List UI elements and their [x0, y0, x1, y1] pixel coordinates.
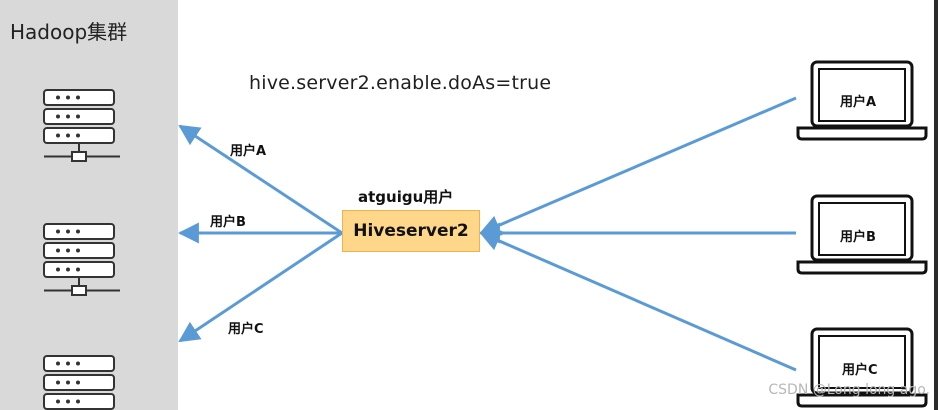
server-rack-icon — [43, 355, 115, 410]
config-note: hive.server2.enable.doAs=true — [249, 72, 552, 94]
arrow-label-user-a: 用户A — [230, 144, 267, 159]
right-border — [934, 0, 938, 410]
arrow-from-laptop-c — [479, 230, 797, 372]
laptop-label-user-a: 用户A — [840, 95, 877, 110]
arrow-from-laptop-a — [479, 96, 797, 236]
hiveserver2-label: Hiveserver2 — [353, 221, 469, 241]
laptop-icon — [796, 194, 928, 275]
server-rack-icon — [43, 89, 120, 162]
arrow-to-cluster-c — [178, 231, 343, 343]
watermark-text: CSDN @Long long ago. — [768, 382, 930, 398]
arrow-label-user-b: 用户B — [210, 215, 246, 230]
hadoop-cluster-panel — [0, 0, 178, 410]
laptop-icon — [796, 327, 928, 408]
cluster-title: Hadoop集群 — [10, 20, 128, 44]
hiveserver2-box: Hiveserver2 — [342, 210, 480, 252]
server-rack-icon — [43, 223, 120, 296]
arrow-to-cluster-a — [178, 124, 343, 235]
server-user-label: atguigu用户 — [358, 188, 454, 206]
laptop-icon — [796, 60, 928, 141]
laptop-label-user-b: 用户B — [840, 230, 876, 245]
laptop-label-user-c: 用户C — [842, 363, 878, 378]
arrow-label-user-c: 用户C — [228, 322, 264, 337]
